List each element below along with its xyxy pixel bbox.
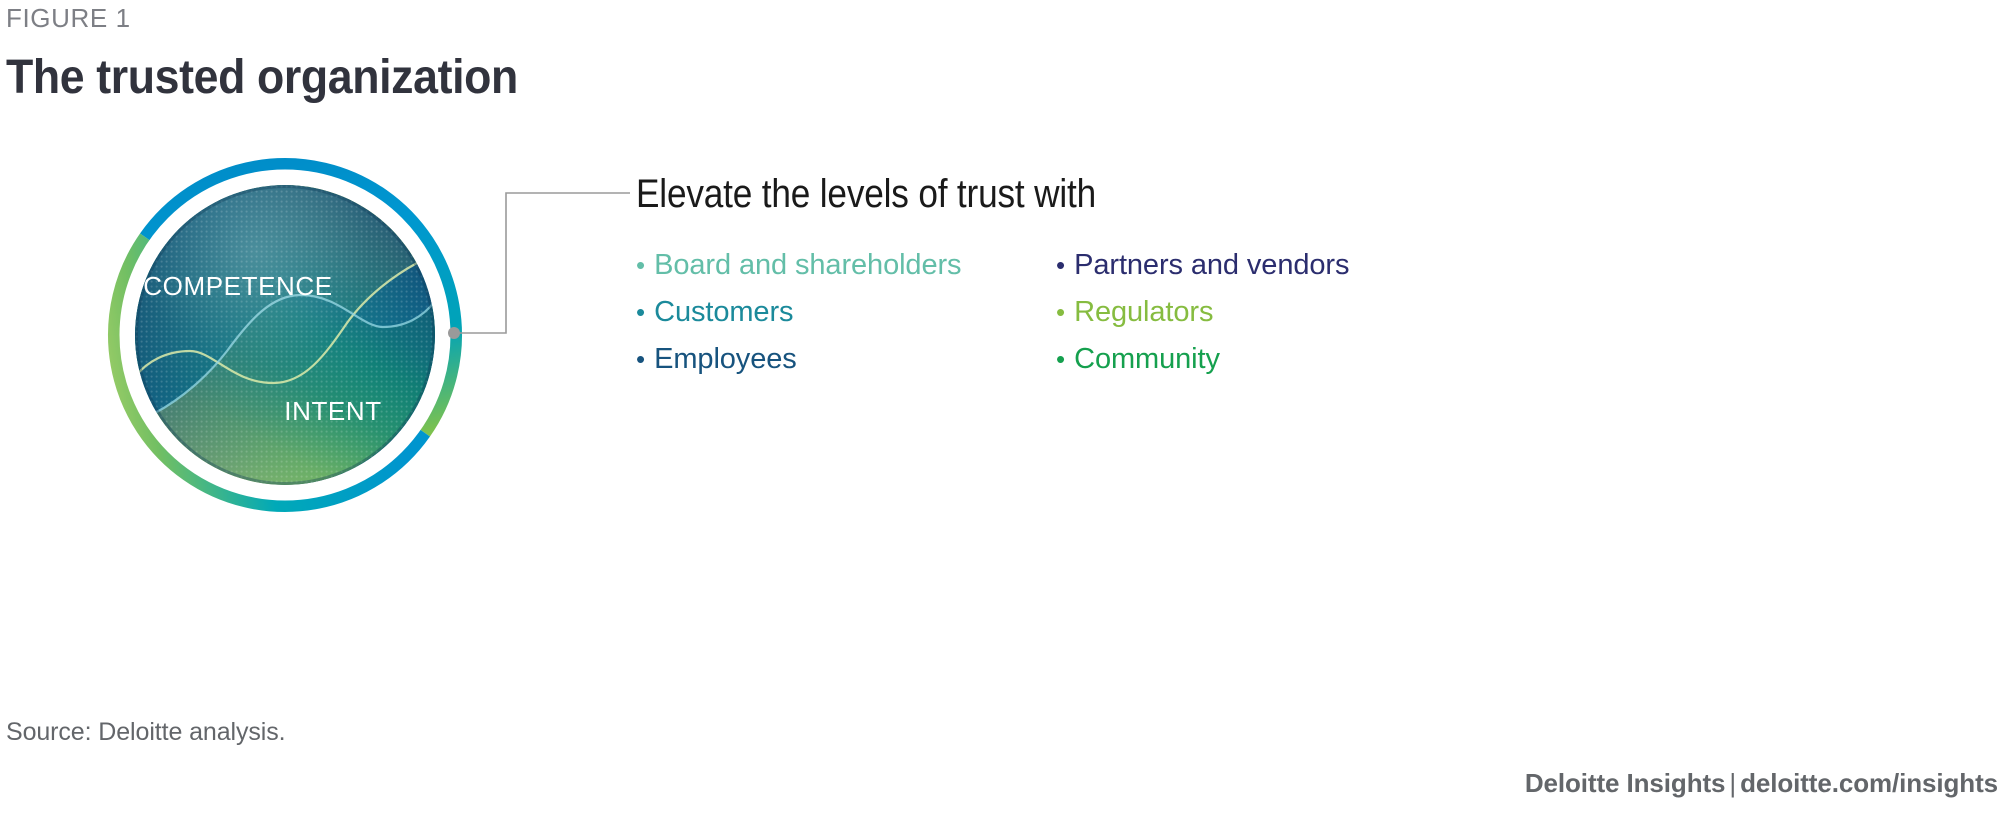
stakeholder-grid: • Board and shareholders • Customers • E… [636, 242, 1976, 383]
competence-label: COMPETENCE [143, 271, 332, 301]
connector-polyline [458, 192, 630, 334]
list-item: • Regulators [1056, 289, 1976, 336]
stakeholder-column-left: • Board and shareholders • Customers • E… [636, 242, 1056, 383]
intent-label: INTENT [284, 396, 381, 426]
stakeholder-label: Partners and vendors [1074, 249, 1350, 281]
stakeholder-column-right: • Partners and vendors • Regulators • Co… [1056, 242, 1976, 383]
callout-heading: Elevate the levels of trust with [636, 172, 1097, 216]
bullet-icon: • [636, 250, 646, 280]
trusted-organization-diagram: COMPETENCE INTENT [95, 155, 475, 515]
stakeholder-label: Community [1074, 343, 1220, 375]
stakeholder-label: Regulators [1074, 296, 1214, 328]
stakeholder-label: Employees [654, 343, 797, 375]
inner-disc [135, 185, 435, 485]
bullet-icon: • [636, 344, 646, 374]
list-item: • Customers [636, 289, 1056, 336]
list-item: • Partners and vendors [1056, 242, 1976, 289]
brand-site: deloitte.com/insights [1740, 768, 1998, 798]
bullet-icon: • [1056, 344, 1066, 374]
brand-name: Deloitte Insights [1524, 768, 1726, 798]
page-title: The trusted organization [6, 51, 518, 104]
callout-panel: Elevate the levels of trust with • Board… [636, 172, 1976, 383]
bullet-icon: • [636, 297, 646, 327]
outer-ring [108, 158, 462, 512]
brand-separator: | [1729, 768, 1737, 798]
bullet-icon: • [1056, 250, 1066, 280]
figure-label: FIGURE 1 [6, 3, 131, 33]
source-note: Source: Deloitte analysis. [6, 718, 286, 746]
figure-header: FIGURE 1 The trusted organization [6, 0, 1406, 103]
bullet-icon: • [1056, 297, 1066, 327]
stakeholder-label: Board and shareholders [654, 249, 962, 281]
brand-footer: Deloitte Insights|deloitte.com/insights [1525, 768, 1998, 799]
list-item: • Board and shareholders [636, 242, 1056, 289]
list-item: • Employees [636, 336, 1056, 383]
stakeholder-label: Customers [654, 296, 794, 328]
list-item: • Community [1056, 336, 1976, 383]
